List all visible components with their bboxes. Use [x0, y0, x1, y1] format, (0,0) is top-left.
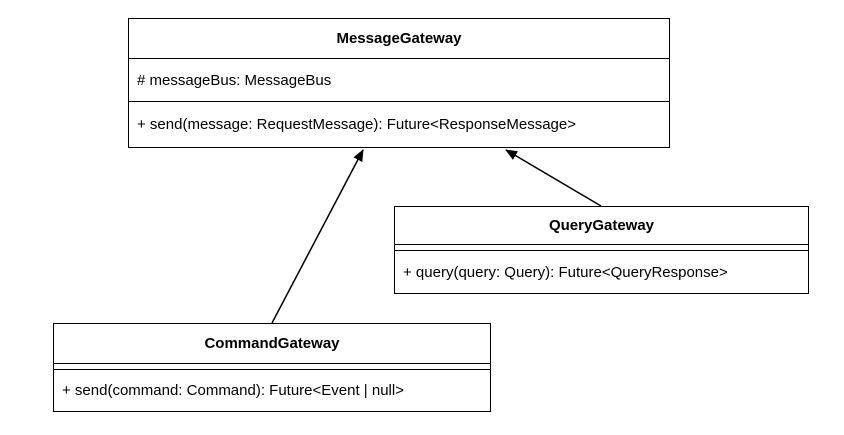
class-command-gateway[interactable]: CommandGateway + send(command: Command):…: [53, 323, 491, 412]
class-name: MessageGateway: [129, 19, 669, 59]
attribute-section-empty: [395, 245, 808, 251]
arrow-command-to-message: [271, 149, 364, 324]
class-attribute: # messageBus: MessageBus: [129, 59, 669, 102]
class-operation: + send(command: Command): Future<Event |…: [62, 382, 404, 399]
class-name: CommandGateway: [54, 324, 490, 364]
arrow-query-to-message: [505, 149, 602, 207]
class-operation: + query(query: Query): Future<QueryRespo…: [403, 263, 728, 281]
attribute-section-empty: [54, 364, 490, 370]
class-query-gateway[interactable]: QueryGateway + query(query: Query): Futu…: [394, 206, 809, 294]
class-operation: + send(message: RequestMessage): Future<…: [137, 116, 576, 133]
class-message-gateway[interactable]: MessageGateway # messageBus: MessageBus …: [128, 18, 670, 148]
class-name: QueryGateway: [395, 207, 808, 245]
